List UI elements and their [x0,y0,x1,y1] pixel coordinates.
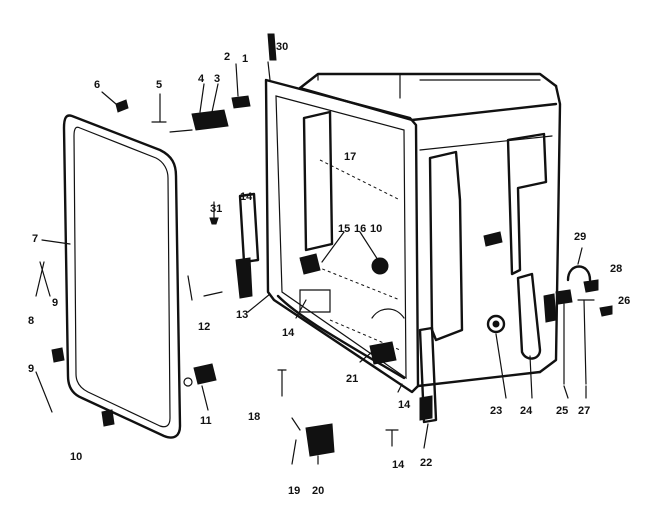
callout-3: 3 [214,73,220,85]
callout-2: 2 [224,51,230,63]
callout-23: 21 [346,373,358,385]
callout-33: 31 [210,203,222,215]
callout-27: 25 [556,405,568,417]
callout-30: 28 [610,263,622,275]
callout-10: 10 [70,451,82,463]
callout-12: 12 [198,321,210,333]
callout-13: 13 [236,309,248,321]
callout-1: 1 [242,53,248,65]
callout-11: 11 [200,415,212,427]
callout-24: 22 [420,457,432,469]
callout-10b: 10 [370,223,382,235]
callout-17: 15 [338,223,350,235]
callout-22: 20 [312,485,324,497]
callout-7: 7 [32,233,38,245]
callout-15: 14 [392,459,405,471]
callout-9b: 9 [28,363,34,375]
callout-9: 9 [52,297,58,309]
callout-18: 16 [354,223,366,235]
callout-26: 24 [520,405,533,417]
callout-29: 27 [578,405,590,417]
callout-labels: 30 1 2 3 4 5 6 7 8 9 9 10 11 12 31 14 13… [28,41,630,497]
callout-21: 19 [288,485,300,497]
callout-16: 14 [240,191,253,203]
door-gasket [62,114,182,439]
tub-assembly [264,72,562,394]
callout-4: 4 [198,73,205,85]
callout-28: 26 [618,295,630,307]
callout-20: 18 [248,411,260,423]
callout-31: 29 [574,231,586,243]
callout-19: 17 [344,151,356,163]
callout-14: 14 [282,327,295,339]
callout-5: 5 [156,79,162,91]
callout-25: 23 [490,405,502,417]
callout-6: 6 [94,79,100,91]
callout-32: 30 [276,41,288,53]
callout-14b: 14 [398,399,411,411]
leader-lines [35,61,587,465]
callout-8: 8 [28,315,34,327]
small-parts [35,33,613,457]
